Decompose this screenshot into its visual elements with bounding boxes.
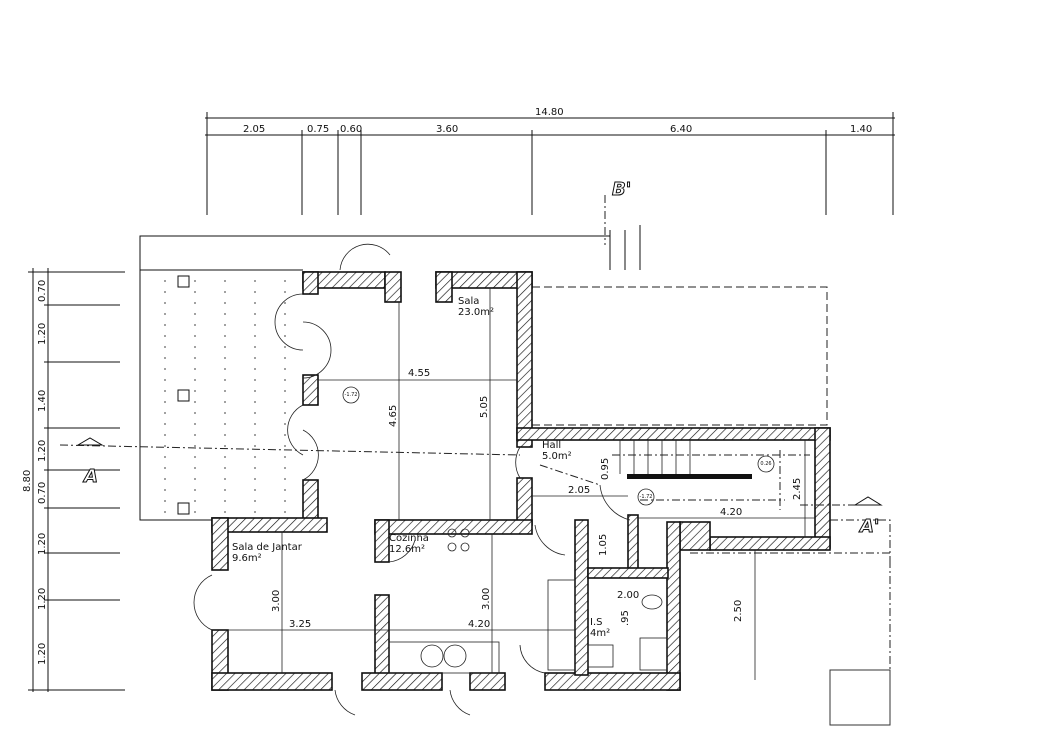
dim-total-height: 8.80 (22, 470, 33, 492)
dim-left-1: 0.70 (37, 280, 48, 302)
terrace (139, 225, 891, 726)
room-sala-area: 23.0m² (458, 307, 494, 318)
left-dimension-chain: 8.80 0.70 1.20 1.40 1.20 0.70 1.20 1.20 … (22, 268, 125, 692)
dim-top-4: 3.60 (436, 124, 458, 135)
dim-left-4: 1.20 (37, 440, 48, 462)
room-is-name: I.S (590, 617, 602, 628)
doors (193, 243, 631, 716)
room-labels: Sala 23.0m² Hall 5.0m² Cozinha 12.6m² Sa… (232, 296, 610, 639)
dim-sala-depth-a: 4.65 (388, 405, 399, 427)
level-marker-sala: -1.72 (345, 392, 358, 398)
dim-left-2: 1.20 (37, 323, 48, 345)
dim-left-7: 1.20 (37, 588, 48, 610)
room-is-area: 4m² (590, 628, 610, 639)
room-sala-name: Sala (458, 296, 479, 307)
dim-top-1: 2.05 (243, 124, 265, 135)
dim-left-5: 0.70 (37, 482, 48, 504)
room-jantar-name: Sala de Jantar (232, 542, 303, 553)
dim-top-3: 0.60 (340, 124, 362, 135)
dim-is-width: 2.00 (617, 590, 639, 601)
dim-left-3: 1.40 (37, 390, 48, 412)
dim-is-depth: .95 (620, 610, 631, 626)
dim-left-8: 1.20 (37, 643, 48, 665)
section-line-a: A A' B' (59, 179, 883, 538)
section-a-prime-label: A' (858, 516, 879, 537)
dim-side: 2.50 (733, 600, 744, 622)
room-hall-area: 5.0m² (542, 451, 572, 462)
dim-total-width: 14.80 (535, 107, 564, 118)
dim-top-6: 1.40 (850, 124, 872, 135)
dim-hall-v: 0.95 (600, 458, 611, 480)
room-hall-name: Hall (542, 440, 561, 451)
walls (211, 271, 831, 691)
dim-hall-width: 2.05 (568, 485, 590, 496)
dim-stair-depth: 2.45 (792, 478, 803, 500)
room-cozinha-area: 12.6m² (389, 544, 425, 555)
level-marker-hall: -1.72 (640, 494, 653, 500)
section-b-prime-label: B' (612, 179, 631, 200)
dim-sala-depth-b: 5.05 (479, 396, 490, 418)
inner-dimensions: 4.55 4.65 5.05 2.05 0.95 4.20 2.45 3.00 … (271, 368, 803, 630)
dim-cozinha-depth: 3.00 (481, 588, 492, 610)
room-jantar-area: 9.6m² (232, 553, 262, 564)
inner-dimension-lines (228, 288, 815, 680)
dim-jantar-width: 3.25 (289, 619, 311, 630)
level-marker-stairs: 0.26 (760, 461, 771, 467)
dim-top-2: 0.75 (307, 124, 329, 135)
section-a-label: A (82, 466, 98, 487)
dim-jantar-depth: 3.00 (271, 590, 282, 612)
dim-sala-width: 4.55 (408, 368, 430, 379)
stairs (612, 440, 810, 510)
dim-cozinha-width: 4.20 (468, 619, 490, 630)
dim-stair-width: 4.20 (720, 507, 742, 518)
room-cozinha-name: Cozinha (389, 533, 429, 544)
kitchen-fixtures (388, 528, 668, 674)
dim-top-5: 6.40 (670, 124, 692, 135)
dim-passage: 1.05 (598, 534, 609, 556)
top-dimension-chain: 14.80 2.05 0.75 0.60 3.60 6.40 1.40 (205, 107, 895, 215)
level-markers: -1.72 -1.72 0.26 (342, 386, 775, 506)
dim-left-6: 1.20 (37, 533, 48, 555)
